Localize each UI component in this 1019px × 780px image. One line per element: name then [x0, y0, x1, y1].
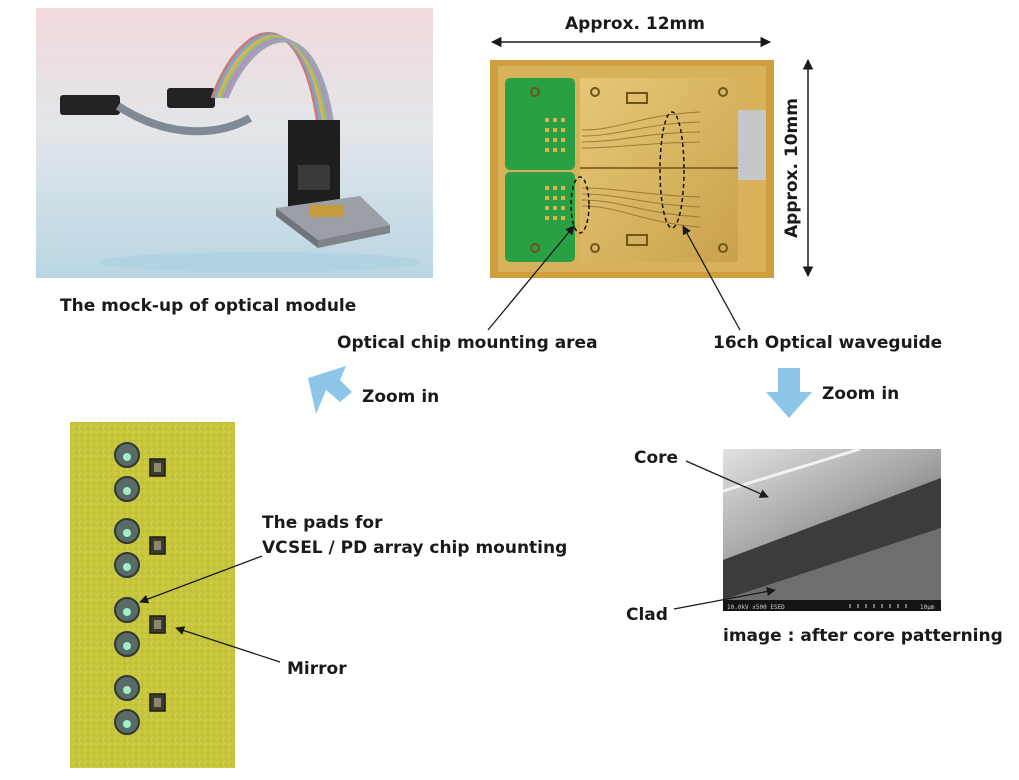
core-leader: [685, 460, 769, 498]
pad-pairs: [114, 442, 166, 735]
mockup-caption: The mock-up of optical module: [60, 296, 357, 316]
mockup-photo: [36, 8, 433, 278]
pads-label-line1: The pads for: [262, 513, 383, 533]
zoom-left-label: Zoom in: [362, 387, 440, 407]
sem-caption: image : after core patterning: [723, 626, 1003, 646]
sem-footer-left: 10.0kV x500 ESED: [727, 604, 785, 611]
zoom-right-label: Zoom in: [822, 384, 900, 404]
width-dimension-label: Approx. 12mm: [565, 14, 705, 34]
waveguide-leader: [682, 225, 741, 331]
sem-footer-right: 10µm: [920, 604, 935, 611]
chip-board-photo: [490, 60, 774, 278]
clad-label: Clad: [626, 605, 668, 625]
chip-area-label: Optical chip mounting area: [337, 333, 598, 353]
zoom-left-arrow: [308, 366, 352, 414]
clad-leader: [673, 587, 776, 610]
zoom-right-arrow: [766, 368, 812, 418]
waveguide-label: 16ch Optical waveguide: [713, 333, 943, 353]
sem-image: 10.0kV x500 ESED 10µm: [722, 447, 941, 611]
pads-leader: [139, 555, 263, 604]
pads-label-line2: VCSEL / PD array chip mounting: [262, 538, 568, 558]
core-label: Core: [634, 448, 679, 468]
mirror-leader: [175, 626, 281, 663]
chip-area-leader: [487, 225, 575, 331]
pad-array-photo: [70, 422, 235, 768]
height-dimension-label: Approx. 10mm: [782, 98, 802, 238]
mirror-label: Mirror: [287, 659, 347, 679]
